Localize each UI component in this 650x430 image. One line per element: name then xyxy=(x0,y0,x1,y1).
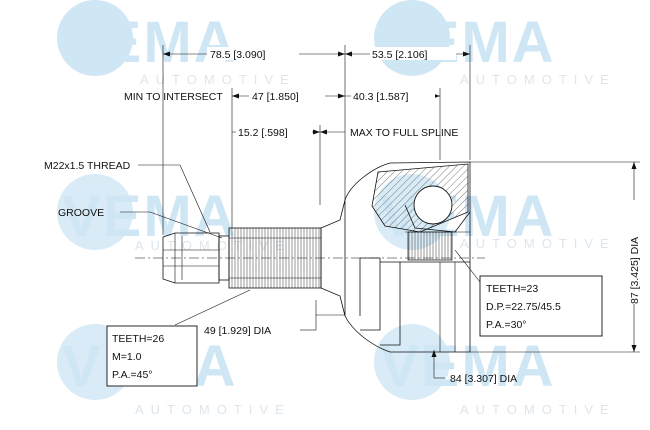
spec-outer-module: M=1.0 xyxy=(112,351,142,363)
thread-label: M22x1.5 THREAD xyxy=(44,160,131,172)
watermark-tagline: AUTOMOTIVE xyxy=(140,72,296,87)
watermark-brand: VEMA xyxy=(380,10,556,75)
dim-bell-diameter: 84 [3.307] DIA xyxy=(450,373,517,385)
spec-inner-diametral-pitch: D.P.=22.75/45.5 xyxy=(486,301,561,313)
watermark-brand: VEMA xyxy=(62,184,238,249)
inner-spline xyxy=(407,231,453,261)
spec-outer-teeth: TEETH=26 xyxy=(112,333,164,345)
spec-outer-pressure-angle: P.A.=45° xyxy=(112,369,153,381)
spec-inner-pressure-angle: P.A.=30° xyxy=(486,319,527,331)
dimension-labels: 78.5 [3.090] 53.5 [2.106] MIN TO INTERSE… xyxy=(44,47,641,385)
max-to-full-spline-label: MAX TO FULL SPLINE xyxy=(350,127,458,139)
watermark-top-left: VEMA AUTOMOTIVE xyxy=(57,0,296,87)
spec-box-inner: TEETH=23 D.P.=22.75/45.5 P.A.=30° xyxy=(479,275,603,337)
inner-race xyxy=(404,204,471,233)
dim-housing-depth: 53.5 [2.106] xyxy=(372,49,428,61)
splined-shaft xyxy=(228,227,322,289)
min-to-intersect-label: MIN TO INTERSECT xyxy=(124,91,223,103)
dim-intersect-to-bell: 40.3 [1.587] xyxy=(353,91,409,103)
watermark-tagline: AUTOMOTIVE xyxy=(460,402,616,417)
ball-bearing xyxy=(413,185,453,225)
spec-inner-teeth: TEETH=23 xyxy=(486,283,538,295)
dim-overall-length: 78.5 [3.090] xyxy=(210,49,266,61)
groove-label: GROOVE xyxy=(58,207,104,219)
watermark-bottom-right: VEMA AUTOMOTIVE xyxy=(374,324,616,417)
dim-spline-length: 15.2 [.598] xyxy=(238,127,288,139)
cv-joint-part xyxy=(135,161,485,353)
dim-shaft-diameter: 49 [1.929] DIA xyxy=(204,325,271,337)
spec-box-outer: TEETH=26 M=1.0 P.A.=45° xyxy=(106,325,198,387)
watermark-tagline: AUTOMOTIVE xyxy=(460,72,616,87)
watermark-brand: VEMA xyxy=(62,10,238,75)
outer-bell xyxy=(344,161,471,353)
watermark-top-right: VEMA AUTOMOTIVE xyxy=(374,0,616,87)
dim-min-to-intersect: 47 [1.850] xyxy=(252,91,299,103)
watermark-tagline: AUTOMOTIVE xyxy=(135,402,291,417)
watermark-brand: VEMA xyxy=(380,334,556,399)
watermark-tagline: AUTOMOTIVE xyxy=(460,236,616,251)
dim-housing-height: 87 [3.425] DIA xyxy=(629,237,641,304)
